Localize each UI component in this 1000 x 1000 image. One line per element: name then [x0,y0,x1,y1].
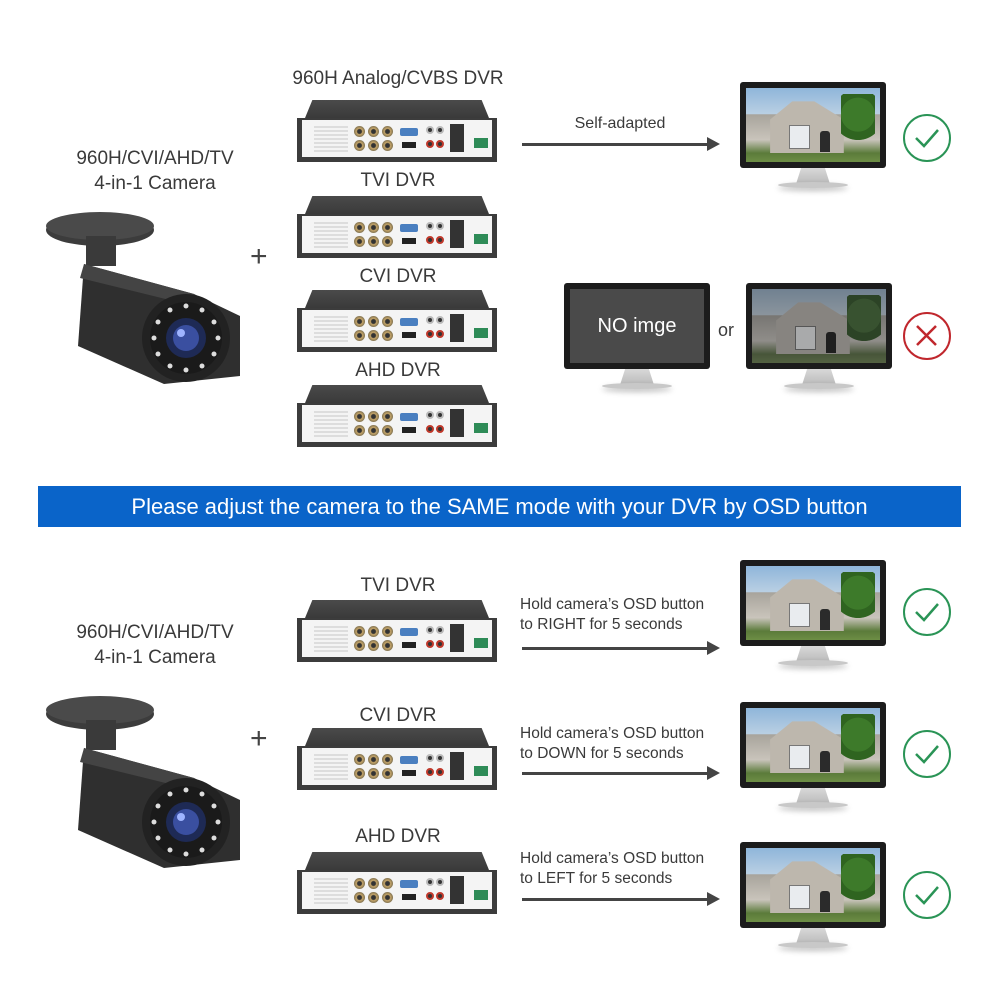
arrow-right-icon [522,766,720,780]
camera-label-line1: 960H/CVI/AHD/TV [76,148,234,169]
x-circle-icon [903,312,951,360]
arrow-right-icon [522,892,720,906]
check-circle-icon [903,588,951,636]
dvr-label-ahd: AHD DVR [355,360,441,381]
camera-label-line1: 960H/CVI/AHD/TV [76,622,234,643]
instruction-line2: to LEFT for 5 seconds [520,870,673,887]
dvr-tvi [297,196,497,258]
bullet-camera-icon [46,696,240,868]
dvr-label-cvi: CVI DVR [359,266,437,287]
instruction-line2: to RIGHT for 5 seconds [520,616,683,633]
dvr-label-960h: 960H Analog/CVBS DVR [292,68,504,89]
instruction-line1: Hold camera’s OSD button [520,596,705,613]
camera-label-line2: 4-in-1 Camera [94,647,216,668]
dvr-label-ahd: AHD DVR [355,826,441,847]
monitor-no-image: NO imge [564,283,710,395]
plus-sign-top: + [250,240,268,273]
or-text: or [718,320,735,340]
dvr-label-tvi: TVI DVR [360,170,436,191]
osd-instruction-right: Hold camera’s OSD button to RIGHT for 5 … [520,595,704,635]
dvr-label-cvi: CVI DVR [359,705,437,726]
dvr-ahd [297,852,497,914]
osd-instruction-down: Hold camera’s OSD button to DOWN for 5 s… [520,724,704,764]
check-circle-icon [903,871,951,919]
check-circle-icon [903,730,951,778]
dvr-cvi [297,290,497,352]
instruction-line2: to DOWN for 5 seconds [520,745,684,762]
dvr-960h [297,100,497,162]
dvr-tvi [297,600,497,662]
monitor-house-image [740,702,886,814]
monitor-house-image [740,82,886,194]
instruction-banner: Please adjust the camera to the SAME mod… [38,486,961,527]
camera-image-top [44,206,244,386]
dvr-ahd [297,385,497,447]
check-circle-icon [903,114,951,162]
self-adapted-label: Self-adapted [574,115,666,132]
bullet-camera-icon [46,212,240,384]
monitor-house-image [740,842,886,954]
dvr-cvi [297,728,497,790]
arrow-right-icon [522,641,720,655]
no-image-text: NO imge [570,289,704,363]
camera-image-bottom [44,690,244,870]
monitor-house-image [740,560,886,672]
instruction-line1: Hold camera’s OSD button [520,725,705,742]
dvr-label-tvi: TVI DVR [360,575,436,596]
arrow-right-icon [522,137,720,151]
monitor-distorted-image [746,283,892,395]
osd-instruction-left: Hold camera’s OSD button to LEFT for 5 s… [520,849,704,889]
camera-label-bottom: 960H/CVI/AHD/TV 4-in-1 Camera [55,620,255,670]
plus-sign-bottom: + [250,722,268,755]
instruction-line1: Hold camera’s OSD button [520,850,705,867]
camera-label-line2: 4-in-1 Camera [94,173,216,194]
camera-label-top: 960H/CVI/AHD/TV 4-in-1 Camera [55,146,255,196]
